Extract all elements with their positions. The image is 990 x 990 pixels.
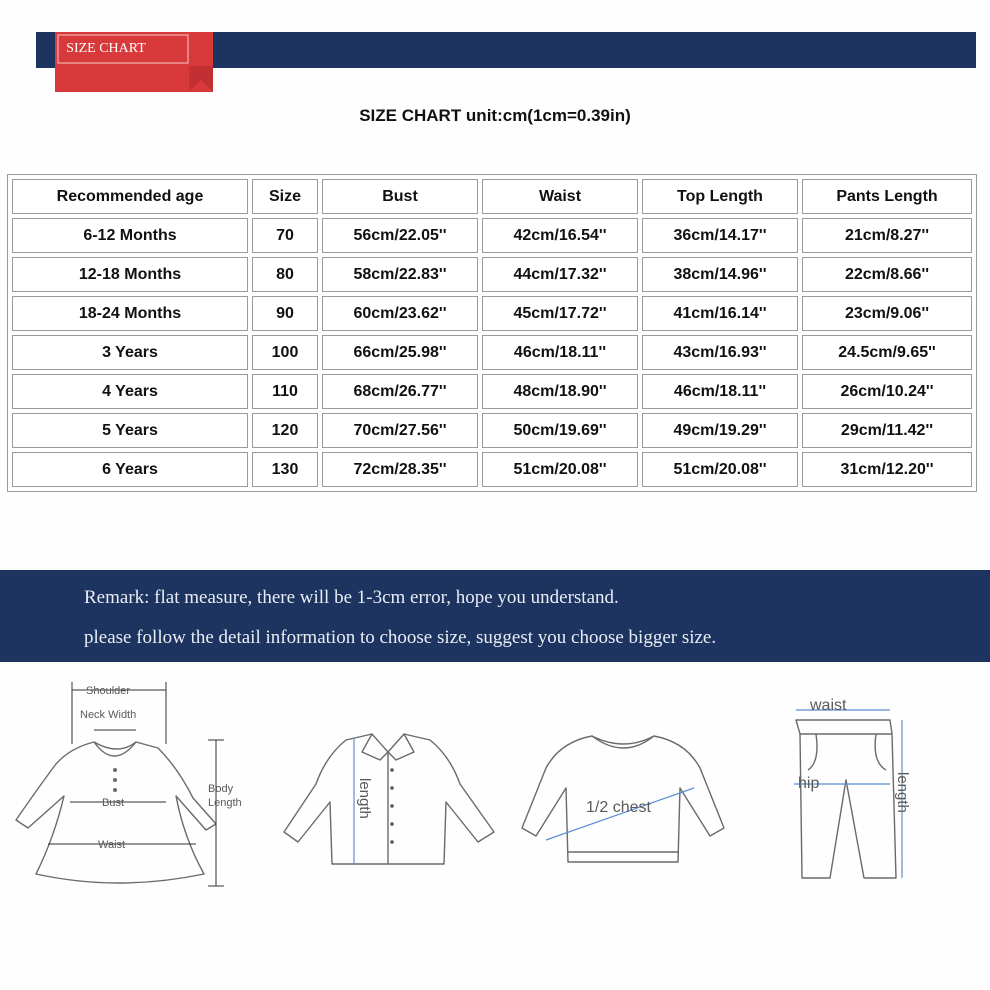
table-row: 3 Years 100 66cm/25.98'' 46cm/18.11'' 43… — [12, 335, 972, 370]
dress-length-label: Length — [208, 797, 242, 809]
cell-pants-length: 24.5cm/9.65'' — [802, 335, 972, 370]
cell-age: 4 Years — [12, 374, 248, 409]
shirt-length-label: length — [356, 778, 373, 819]
header-top-length: Top Length — [642, 179, 798, 214]
table-row: 6 Years 130 72cm/28.35'' 51cm/20.08'' 51… — [12, 452, 972, 487]
cell-size: 110 — [252, 374, 318, 409]
table-row: 6-12 Months 70 56cm/22.05'' 42cm/16.54''… — [12, 218, 972, 253]
table-row: 12-18 Months 80 58cm/22.83'' 44cm/17.32'… — [12, 257, 972, 292]
chart-title: SIZE CHART unit:cm(1cm=0.39in) — [359, 106, 631, 125]
cell-top-length: 51cm/20.08'' — [642, 452, 798, 487]
header-size: Size — [252, 179, 318, 214]
cell-size: 130 — [252, 452, 318, 487]
cell-waist: 45cm/17.72'' — [482, 296, 638, 331]
pants-length-label: length — [894, 772, 911, 813]
cell-pants-length: 31cm/12.20'' — [802, 452, 972, 487]
cell-size: 90 — [252, 296, 318, 331]
cell-waist: 42cm/16.54'' — [482, 218, 638, 253]
dress-waist-label: Waist — [98, 839, 125, 851]
dress-outline — [15, 741, 217, 884]
dress-measure-diagram: Shoulder Neck Width Bust Waist Body Leng… — [15, 682, 242, 887]
cell-size: 120 — [252, 413, 318, 448]
cell-top-length: 46cm/18.11'' — [642, 374, 798, 409]
cell-top-length: 36cm/14.17'' — [642, 218, 798, 253]
cell-size: 80 — [252, 257, 318, 292]
cell-top-length: 41cm/16.14'' — [642, 296, 798, 331]
dress-body-label: Body — [208, 783, 234, 795]
remark-line-1: Remark: flat measure, there will be 1-3c… — [84, 587, 619, 608]
cell-waist: 50cm/19.69'' — [482, 413, 638, 448]
cell-pants-length: 29cm/11.42'' — [802, 413, 972, 448]
cell-waist: 48cm/18.90'' — [482, 374, 638, 409]
cell-pants-length: 23cm/9.06'' — [802, 296, 972, 331]
pants-waist-label: waist — [809, 697, 847, 714]
cell-bust: 70cm/27.56'' — [322, 413, 478, 448]
dress-bust-label: Bust — [102, 797, 124, 809]
shirt-measure-diagram: length — [283, 733, 495, 865]
cell-age: 18-24 Months — [12, 296, 248, 331]
pants-measure-diagram: waist hip length — [794, 697, 911, 879]
remark-banner: Remark: flat measure, there will be 1-3c… — [0, 570, 990, 662]
sweater-chest-label: 1/2 chest — [586, 799, 651, 816]
cell-age: 12-18 Months — [12, 257, 248, 292]
dress-shoulder-label: Shoulder — [86, 685, 130, 697]
cell-top-length: 38cm/14.96'' — [642, 257, 798, 292]
cell-age: 6 Years — [12, 452, 248, 487]
cell-bust: 66cm/25.98'' — [322, 335, 478, 370]
cell-bust: 56cm/22.05'' — [322, 218, 478, 253]
sweater-outline — [521, 735, 725, 863]
size-table: Recommended age Size Bust Waist Top Leng… — [7, 174, 977, 492]
cell-bust: 60cm/23.62'' — [322, 296, 478, 331]
table-row: 18-24 Months 90 60cm/23.62'' 45cm/17.72'… — [12, 296, 972, 331]
table-row: 4 Years 110 68cm/26.77'' 48cm/18.90'' 46… — [12, 374, 972, 409]
pants-hip-label: hip — [798, 775, 819, 792]
cell-pants-length: 22cm/8.66'' — [802, 257, 972, 292]
size-chart-ribbon — [55, 32, 213, 92]
cell-age: 3 Years — [12, 335, 248, 370]
cell-size: 70 — [252, 218, 318, 253]
cell-waist: 44cm/17.32'' — [482, 257, 638, 292]
header-recommended-age: Recommended age — [12, 179, 248, 214]
dress-neck-width-label: Neck Width — [80, 709, 136, 721]
cell-top-length: 49cm/19.29'' — [642, 413, 798, 448]
header-pants-length: Pants Length — [802, 179, 972, 214]
size-chart-badge-label: SIZE CHART — [66, 41, 146, 56]
table-row: 5 Years 120 70cm/27.56'' 50cm/19.69'' 49… — [12, 413, 972, 448]
cell-pants-length: 26cm/10.24'' — [802, 374, 972, 409]
remark-line-2: please follow the detail information to … — [84, 627, 717, 648]
cell-bust: 72cm/28.35'' — [322, 452, 478, 487]
sweater-measure-diagram: 1/2 chest — [521, 735, 725, 863]
cell-bust: 58cm/22.83'' — [322, 257, 478, 292]
cell-waist: 46cm/18.11'' — [482, 335, 638, 370]
cell-age: 5 Years — [12, 413, 248, 448]
pants-outline — [795, 719, 897, 879]
cell-bust: 68cm/26.77'' — [322, 374, 478, 409]
cell-pants-length: 21cm/8.27'' — [802, 218, 972, 253]
cell-waist: 51cm/20.08'' — [482, 452, 638, 487]
header-bust: Bust — [322, 179, 478, 214]
shirt-outline — [283, 733, 495, 865]
cell-size: 100 — [252, 335, 318, 370]
header-waist: Waist — [482, 179, 638, 214]
cell-age: 6-12 Months — [12, 218, 248, 253]
cell-top-length: 43cm/16.93'' — [642, 335, 798, 370]
table-header-row: Recommended age Size Bust Waist Top Leng… — [12, 179, 972, 214]
